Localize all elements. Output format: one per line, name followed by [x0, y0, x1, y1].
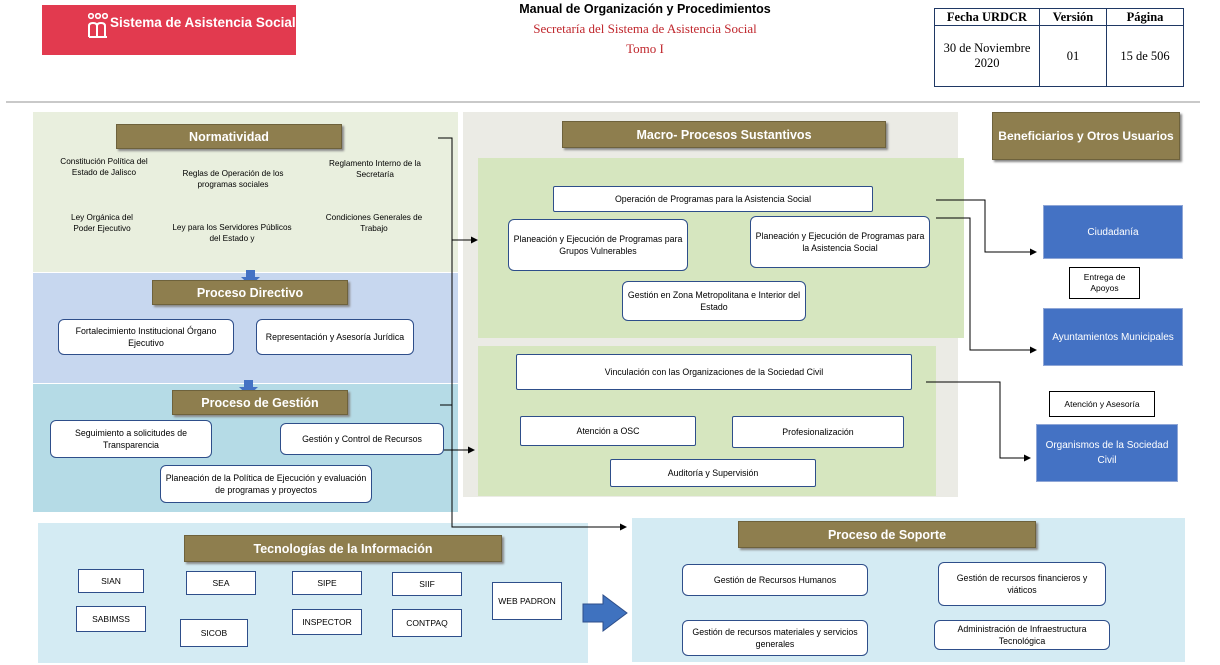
tec-item-siif: SIIF — [392, 572, 462, 596]
tec-item-sea: SEA — [186, 571, 256, 595]
macro-item-vinculacion: Vinculación con las Organizaciones de la… — [516, 354, 912, 390]
tec-item-sicob: SICOB — [180, 619, 248, 647]
macro-item-atencion-osc: Atención a OSC — [520, 416, 696, 446]
label-atencion-asesoria: Atención y Asesoría — [1049, 391, 1155, 417]
tec-item-inspector: INSPECTOR — [292, 609, 362, 635]
page-title: Manual de Organización y Procedimientos — [519, 2, 771, 16]
down-arrow-icon — [241, 270, 260, 286]
soporte-item-rh: Gestión de Recursos Humanos — [682, 564, 868, 596]
normatividad-title: Normatividad — [116, 124, 342, 149]
directivo-title: Proceso Directivo — [152, 280, 348, 305]
gestion-item-recursos: Gestión y Control de Recursos — [280, 423, 444, 455]
macro-item-asistencia-social: Planeación y Ejecución de Programas para… — [750, 216, 930, 268]
norm-item-reglas: Reglas de Operación de los programas soc… — [182, 169, 284, 189]
page-subtitle: Secretaría del Sistema de Asistencia Soc… — [533, 21, 757, 36]
gestion-title: Proceso de Gestión — [172, 390, 348, 415]
tec-item-sian: SIAN — [78, 569, 144, 593]
macro-item-auditoria: Auditoría y Supervisión — [610, 459, 816, 487]
logo-icon — [88, 13, 108, 38]
directivo-item-representacion: Representación y Asesoría Jurídica — [256, 319, 414, 355]
logo-text: Sistema de Asistencia Social — [110, 15, 296, 30]
meta-value-fecha: 30 de Noviembre 2020 — [934, 25, 1040, 87]
norm-item-ley-servidores: Ley para los Servidores Públicos del Est… — [172, 223, 292, 243]
right-arrow-icon — [582, 594, 628, 632]
soporte-title: Proceso de Soporte — [738, 521, 1036, 548]
tec-item-sabimss: SABIMSS — [76, 606, 146, 632]
target-ciudadania: Ciudadanía — [1043, 205, 1183, 259]
gestion-item-planeacion: Planeación de la Política de Ejecución y… — [160, 465, 372, 503]
page-tomo: Tomo I — [626, 41, 664, 56]
target-ayuntamientos: Ayuntamientos Municipales — [1043, 308, 1183, 366]
soporte-item-infraestructura: Administración de Infraestructura Tecnol… — [934, 620, 1110, 650]
target-organismos: Organismos de la Sociedad Civil — [1036, 424, 1178, 482]
tec-item-sipe: SIPE — [292, 571, 362, 595]
norm-item-condiciones: Condiciones Generales de Trabajo — [325, 213, 423, 233]
gestion-item-transparencia: Seguimiento a solicitudes de Transparenc… — [50, 420, 212, 458]
brand-logo: Sistema de Asistencia Social — [42, 5, 296, 55]
meta-value-pagina: 15 de 506 — [1106, 25, 1184, 87]
down-arrow-icon — [239, 380, 258, 396]
tec-item-contpaq: CONTPAQ — [392, 609, 462, 637]
norm-item-reglamento: Reglamento Interno de la Secretaría — [329, 159, 421, 179]
norm-item-constitucion: Constitución Política del Estado de Jali… — [60, 157, 148, 177]
tecnologias-title: Tecnologías de la Información — [184, 535, 502, 562]
soporte-item-financieros: Gestión de recursos financieros y viátic… — [938, 562, 1106, 606]
macro-item-profesionalizacion: Profesionalización — [732, 416, 904, 448]
macro-item-grupos-vulnerables: Planeación y Ejecución de Programas para… — [508, 219, 688, 271]
macro-item-zona-metropolitana: Gestión en Zona Metropolitana e Interior… — [622, 281, 806, 321]
tec-item-web-padron: WEB PADRON — [492, 582, 562, 620]
directivo-item-fortalecimiento: Fortalecimiento Institucional Órgano Eje… — [58, 319, 234, 355]
soporte-item-materiales: Gestión de recursos materiales y servici… — [682, 620, 868, 656]
macro-item-operacion: Operación de Programas para la Asistenci… — [553, 186, 873, 212]
norm-item-ley-organica: Ley Orgánica del Poder Ejecutivo — [71, 213, 133, 233]
macro-title: Macro- Procesos Sustantivos — [562, 121, 886, 148]
beneficiarios-title: Beneficiarios y Otros Usuarios — [992, 112, 1180, 160]
header-divider — [6, 101, 1200, 103]
label-entrega-apoyos: Entrega de Apoyos — [1069, 267, 1140, 299]
document-meta-table: Fecha URDCR Versión Página 30 de Noviemb… — [934, 8, 1184, 87]
